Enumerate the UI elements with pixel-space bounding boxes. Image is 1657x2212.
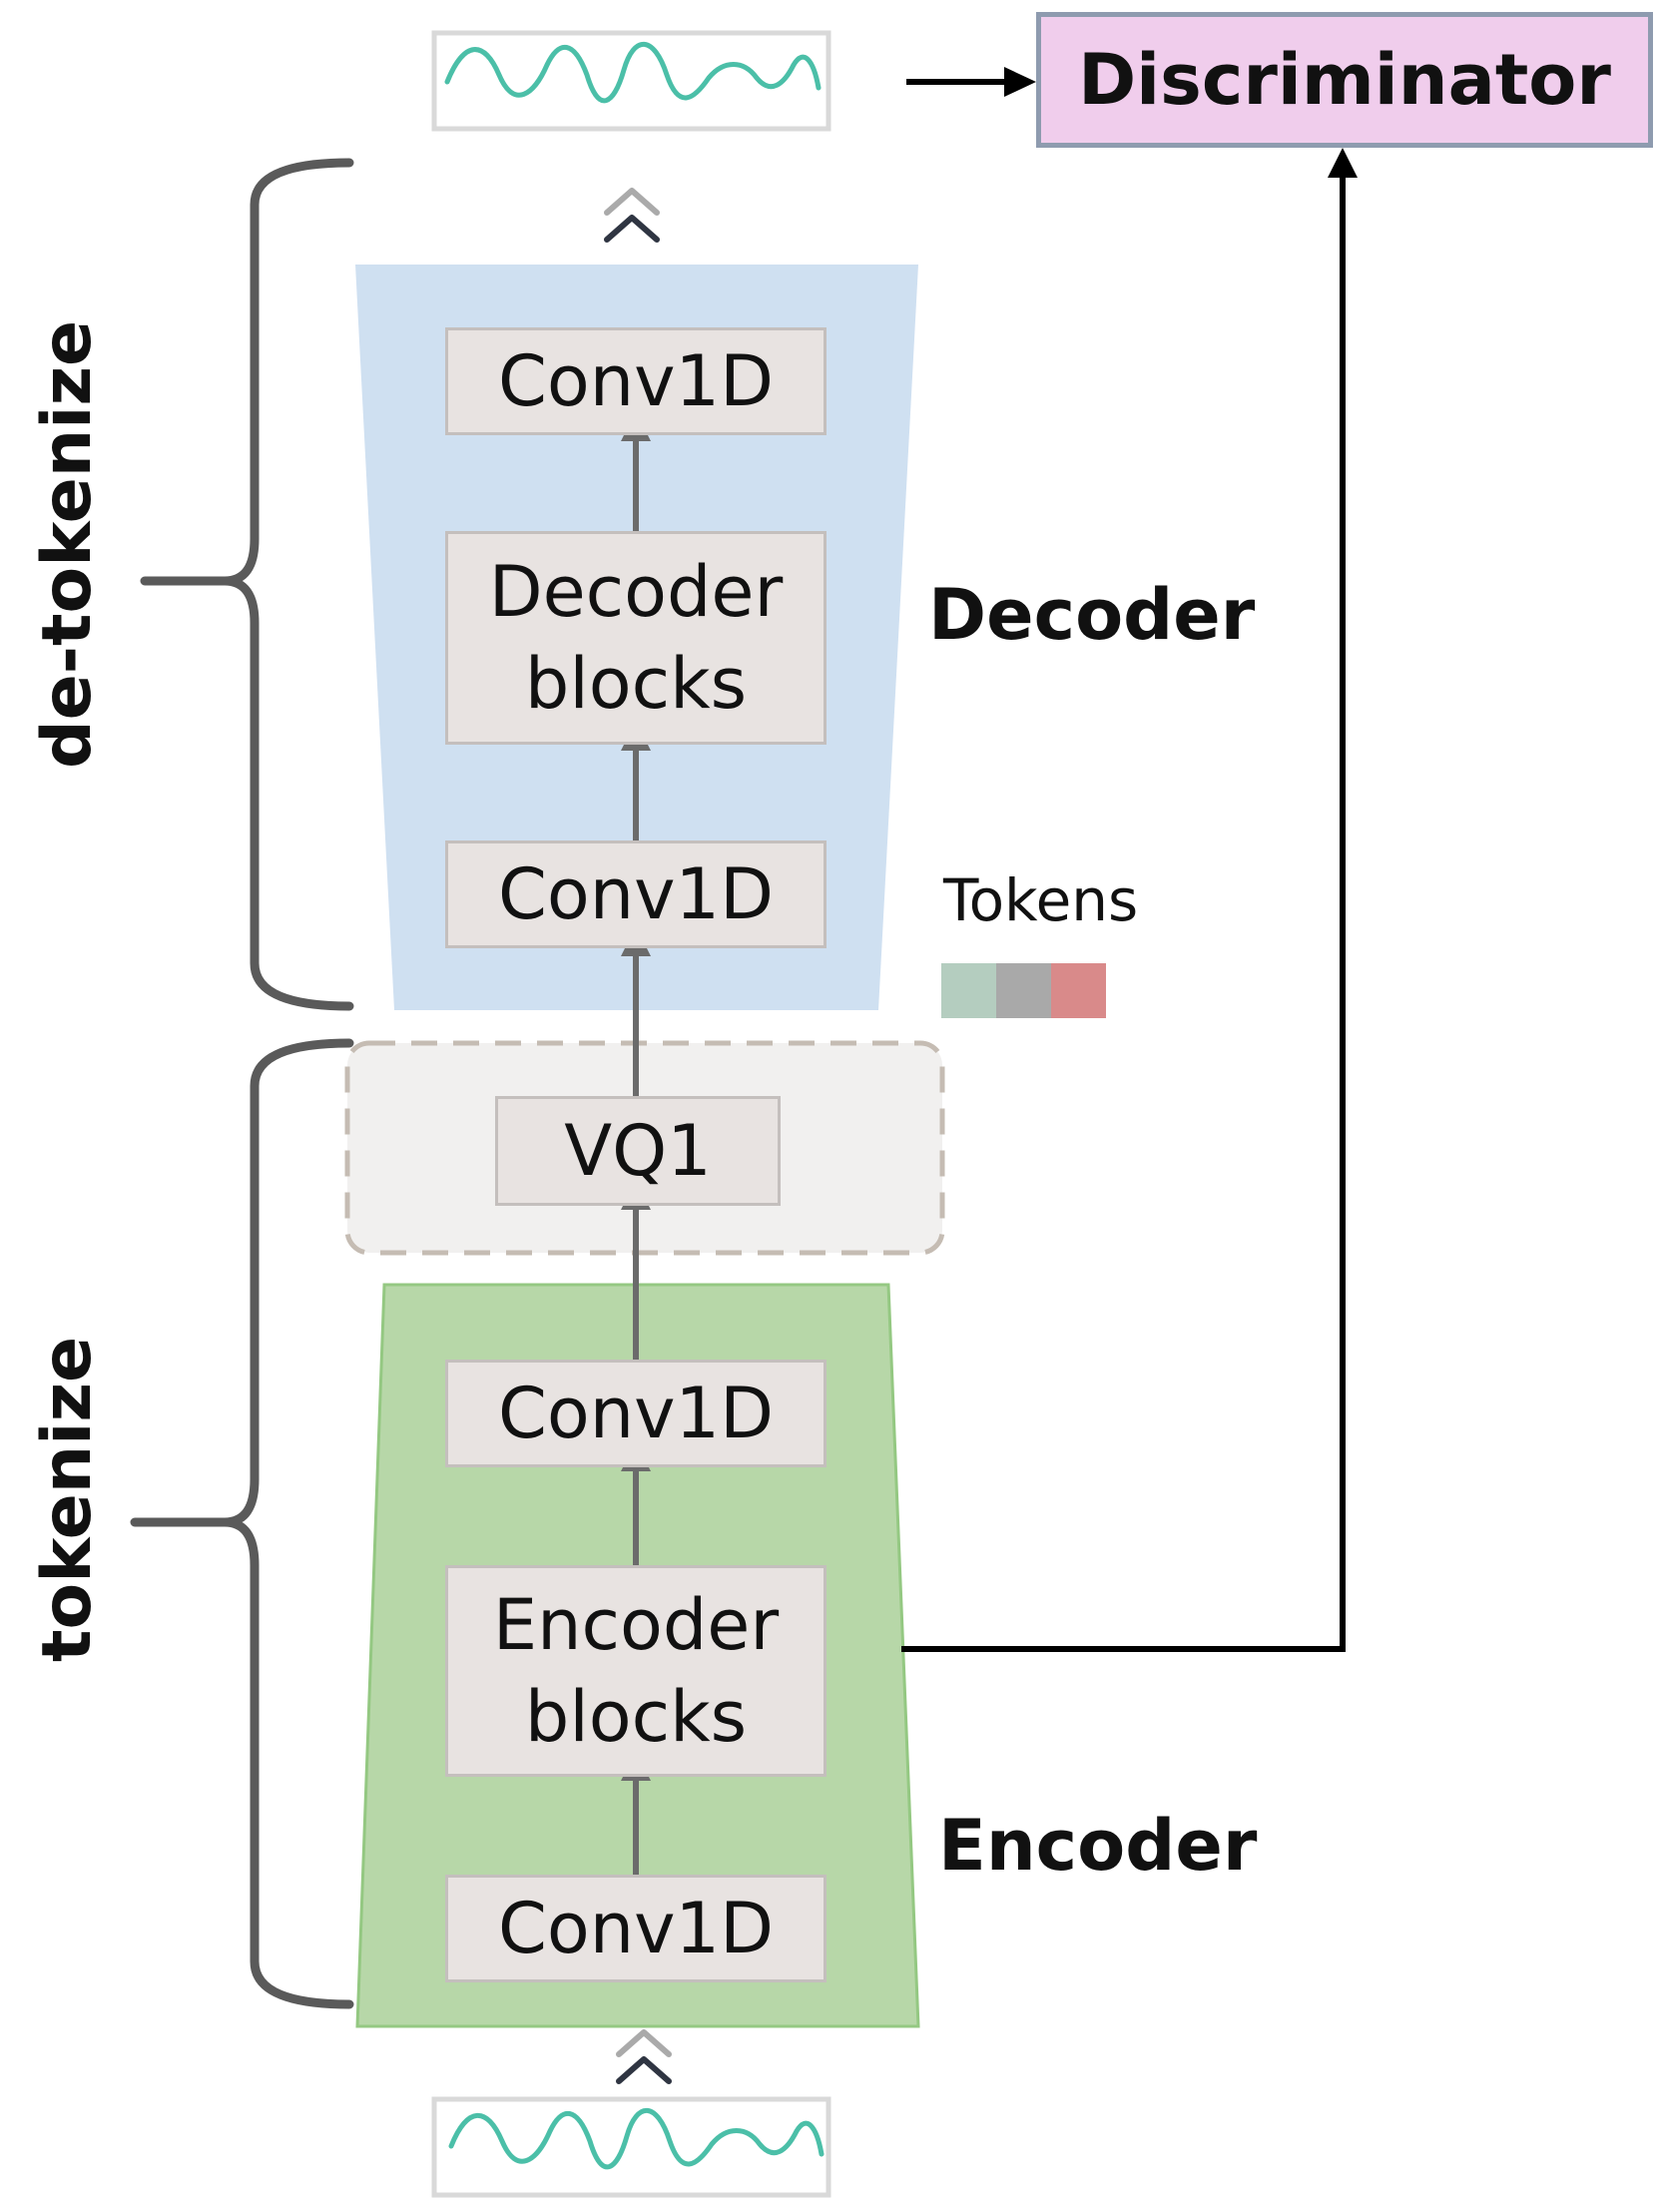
decoder-blocks-label-line2: blocks: [524, 643, 748, 725]
token-swatch-3: [1051, 963, 1106, 1018]
detokenize-label: de-tokenize: [28, 319, 107, 769]
decoder-conv1d-top: Conv1D: [445, 327, 827, 435]
encoder-title: Encoder: [938, 1805, 1258, 1887]
decoder-conv1d-bottom: Conv1D: [445, 840, 827, 948]
input-waveform-icon: [448, 2107, 825, 2170]
detokenize-brace: [140, 158, 354, 1011]
tokenize-label: tokenize: [28, 1336, 107, 1662]
vq1-block: VQ1: [495, 1096, 781, 1206]
encoder-blocks-label-line2: blocks: [524, 1676, 748, 1758]
output-chevron-icon: [604, 188, 660, 243]
encoder-blocks: Encoder blocks: [445, 1565, 827, 1777]
encoder-blocks-label-line1: Encoder: [492, 1584, 780, 1666]
token-swatch-2: [996, 963, 1051, 1018]
vq1-label: VQ1: [564, 1110, 712, 1192]
tokens-label: Tokens: [943, 866, 1139, 934]
token-swatch-1: [941, 963, 996, 1018]
decoder-conv1d-bottom-label: Conv1D: [498, 853, 774, 935]
decoder-title: Decoder: [928, 574, 1256, 656]
decoder-blocks-label-line1: Decoder: [488, 551, 784, 633]
output-to-discriminator-arrowhead: [1004, 67, 1036, 97]
tokenize-brace: [130, 1038, 354, 2009]
input-chevron-icon: [616, 2029, 672, 2084]
decoder-conv1d-top-label: Conv1D: [498, 340, 774, 422]
discriminator-label: Discriminator: [1078, 39, 1611, 121]
input-waveform-box: [431, 2096, 831, 2198]
output-waveform-icon: [444, 41, 822, 104]
encoder-to-discriminator-arrowhead: [1328, 148, 1358, 178]
encoder-conv1d-bottom-label: Conv1D: [498, 1888, 774, 1969]
encoder-conv1d-bottom: Conv1D: [445, 1875, 827, 1982]
decoder-blocks: Decoder blocks: [445, 531, 827, 745]
encoder-conv1d-top: Conv1D: [445, 1360, 827, 1467]
encoder-conv1d-top-label: Conv1D: [498, 1373, 774, 1454]
output-waveform-box: [431, 30, 831, 132]
discriminator-box: Discriminator: [1036, 12, 1653, 148]
encoder-to-discriminator-line: [901, 175, 1346, 1652]
